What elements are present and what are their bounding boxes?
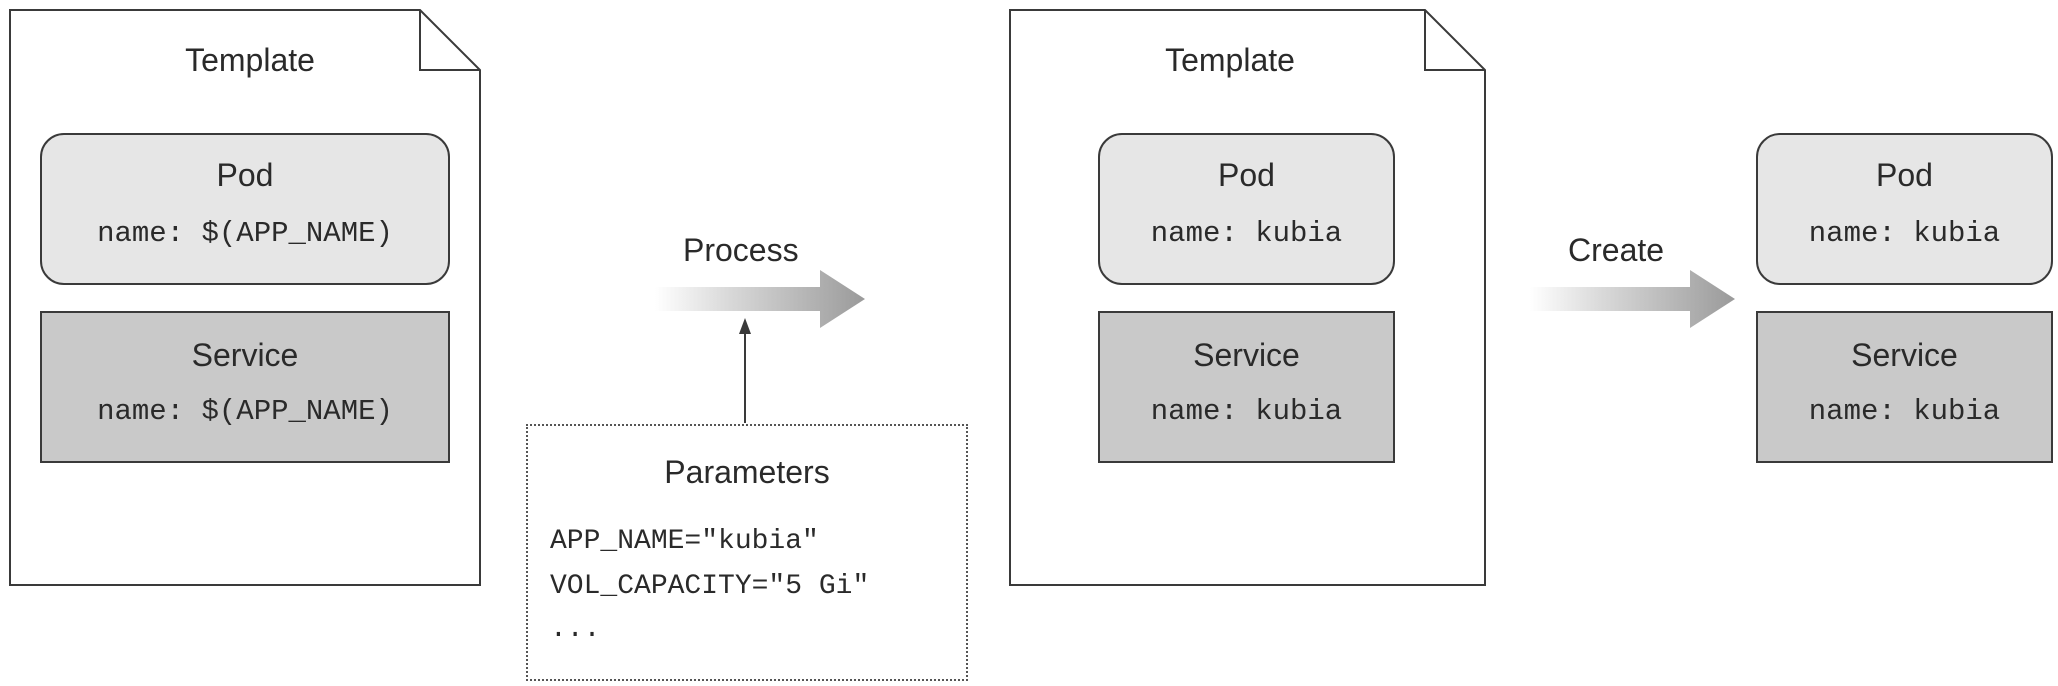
right-template-pod-title: Pod xyxy=(1218,157,1275,193)
left-service-box: Service name: $(APP_NAME) xyxy=(40,311,450,463)
left-service-title: Service xyxy=(191,337,299,373)
process-label: Process xyxy=(683,232,799,268)
right-template-service-box: Service name: kubia xyxy=(1098,311,1395,463)
left-template-title: Template xyxy=(185,42,315,78)
left-pod-box: Pod name: $(APP_NAME) xyxy=(40,133,450,285)
parameters-box: Parameters APP_NAME="kubia" VOL_CAPACITY… xyxy=(526,424,968,681)
created-service-name: name: kubia xyxy=(1808,395,2001,428)
created-pod-name: name: kubia xyxy=(1808,217,2001,250)
created-pod-box: Pod name: kubia xyxy=(1756,133,2053,285)
parameter-line: ... xyxy=(550,614,601,645)
created-pod-title: Pod xyxy=(1876,157,1933,193)
created-service-box: Service name: kubia xyxy=(1756,311,2053,463)
parameter-line: VOL_CAPACITY="5 Gi" xyxy=(550,571,870,602)
right-template-service-name: name: kubia xyxy=(1150,395,1343,428)
left-service-name: name: $(APP_NAME) xyxy=(97,395,393,428)
left-pod-title: Pod xyxy=(216,157,274,193)
right-template-pod-box: Pod name: kubia xyxy=(1098,133,1395,285)
parameter-line: APP_NAME="kubia" xyxy=(550,526,819,557)
created-service-title: Service xyxy=(1851,337,1958,373)
right-template-pod-name: name: kubia xyxy=(1150,217,1343,250)
right-template-title: Template xyxy=(1165,42,1295,78)
create-label: Create xyxy=(1568,232,1665,268)
right-template-service-title: Service xyxy=(1193,337,1300,373)
parameters-title: Parameters xyxy=(664,454,830,490)
left-pod-name: name: $(APP_NAME) xyxy=(97,217,393,250)
